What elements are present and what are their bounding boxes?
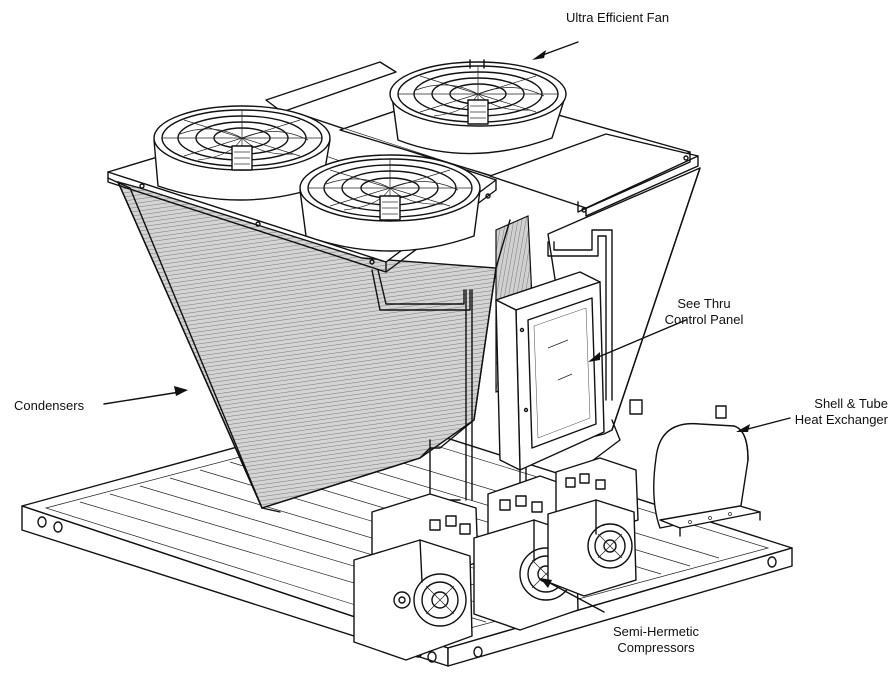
heat-exchanger-callout-line-2: Heat Exchanger — [794, 412, 888, 427]
compressors-callout-line-1: Semi-Hermetic — [613, 624, 699, 639]
compressors-callout-line-2: Compressors — [617, 640, 695, 655]
fan-front — [299, 154, 481, 252]
fan-rear — [389, 59, 567, 155]
heat-exchanger-callout-line-1: Shell & Tube — [814, 396, 888, 411]
compressor-1 — [353, 493, 479, 661]
heat-exchanger-callout: Shell & Tube Heat Exchanger — [760, 396, 888, 428]
shell-and-tube-heat-exchanger — [629, 399, 761, 537]
control-panel-callout-line-1: See Thru — [677, 296, 731, 311]
compressors-callout: Semi-Hermetic Compressors — [596, 624, 716, 656]
control-panel-callout: See Thru Control Panel — [656, 296, 752, 328]
compressor-3 — [547, 457, 639, 597]
control-panel-callout-line-2: Control Panel — [664, 312, 744, 327]
condensers-callout: Condensers — [14, 398, 85, 413]
control-panel — [495, 271, 605, 471]
leader-lines — [103, 41, 791, 613]
fan-callout: Ultra Efficient Fan — [566, 10, 670, 25]
